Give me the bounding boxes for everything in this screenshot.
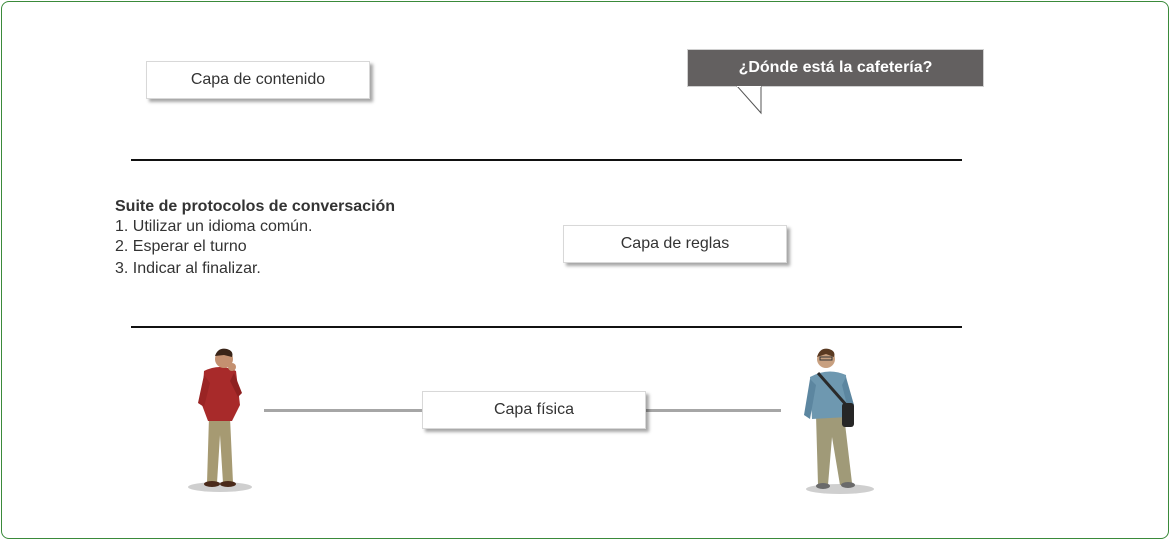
protocol-rule-3: 3. Indicar al finalizar. xyxy=(115,260,261,277)
content-layer-label: Capa de contenido xyxy=(146,61,370,99)
protocol-suite-title: Suite de protocolos de conversación xyxy=(115,198,396,215)
top-separator-line xyxy=(131,159,962,161)
protocol-rule-1: 1. Utilizar un idioma común. xyxy=(115,218,313,235)
person-on-phone-icon xyxy=(188,348,252,492)
protocol-suite: Suite de protocolos de conversación 1. U… xyxy=(115,197,395,279)
bottom-separator-line xyxy=(131,326,962,328)
protocol-rule-2: 2. Esperar el turno xyxy=(115,238,247,255)
physical-connection-left xyxy=(264,409,424,412)
physical-connection-right xyxy=(643,409,781,412)
person-with-bag-icon xyxy=(804,348,874,494)
speech-bubble: ¿Dónde está la cafetería? xyxy=(687,49,984,87)
speech-bubble-tail xyxy=(736,86,762,115)
rules-layer-label: Capa de reglas xyxy=(563,225,787,263)
physical-layer-label: Capa física xyxy=(422,391,646,429)
